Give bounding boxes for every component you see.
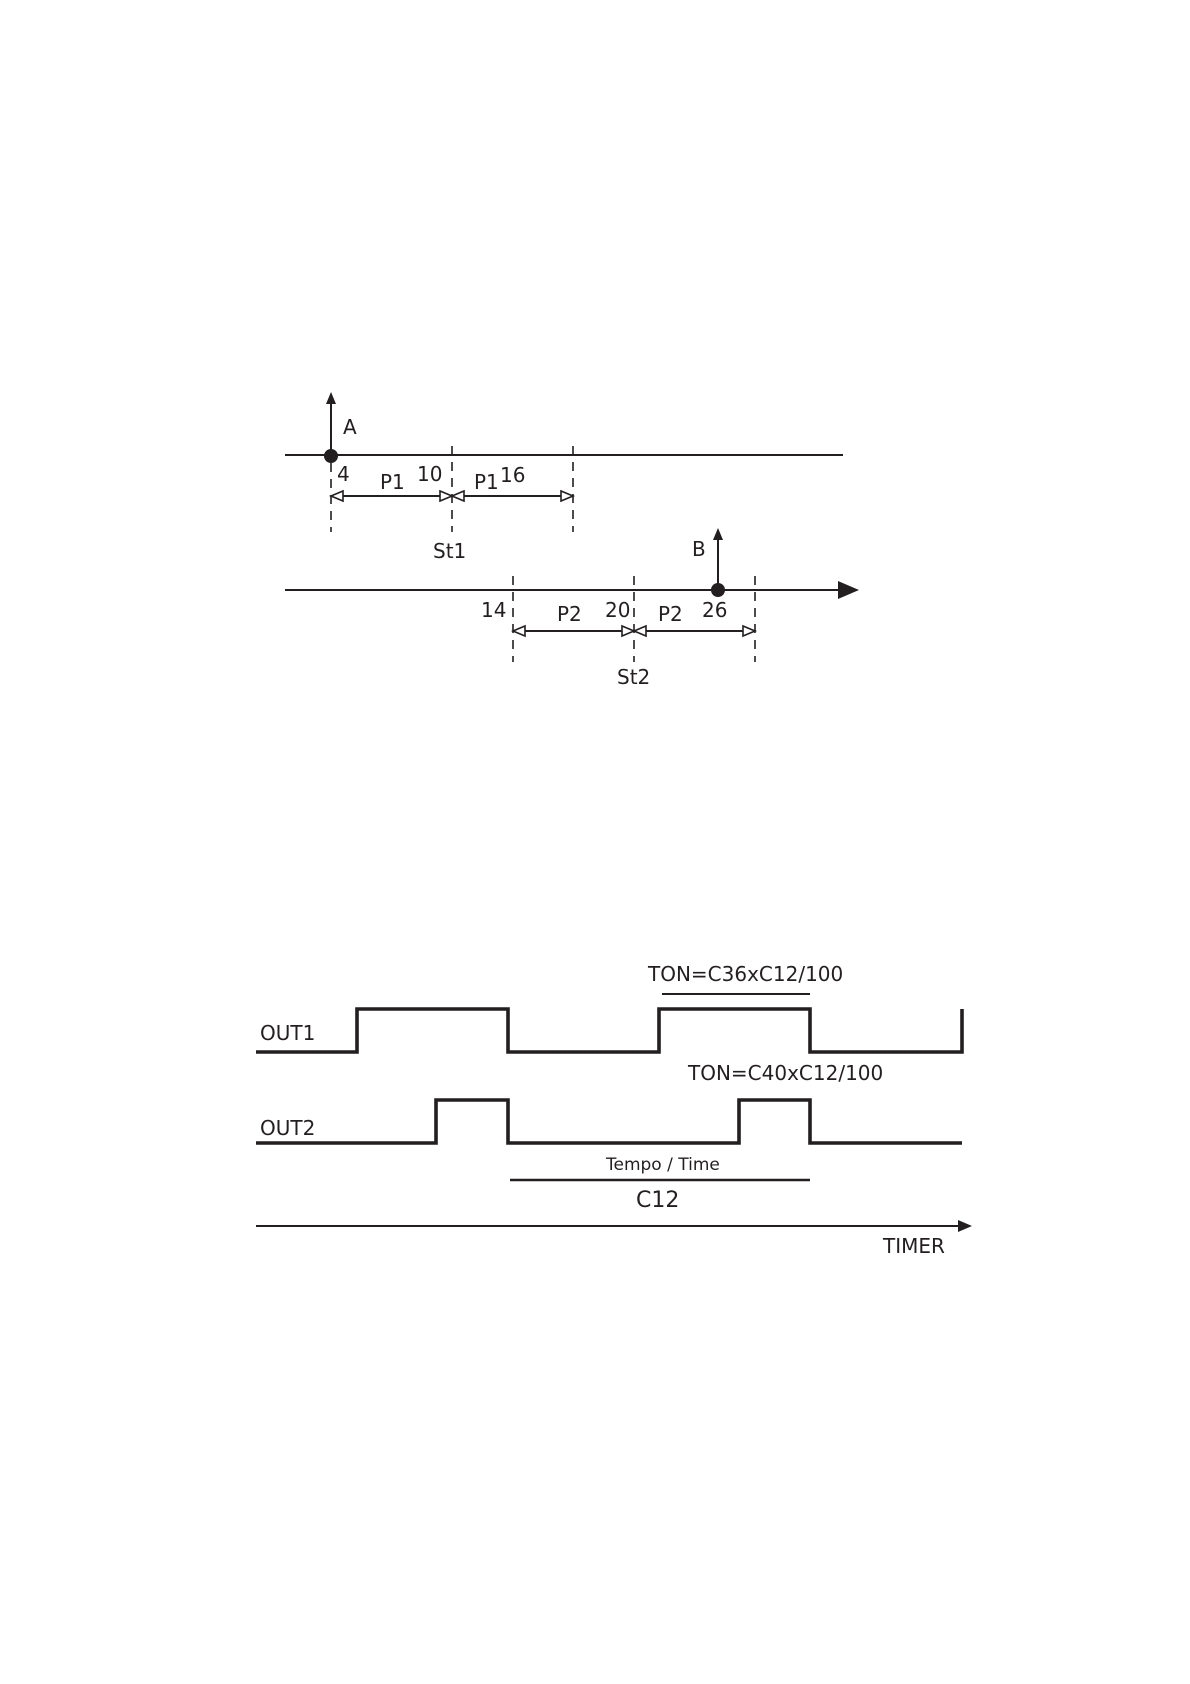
upper-tick-4: 4 [337, 462, 350, 486]
point-b-label: B [692, 537, 706, 561]
lower-span-p2-left: P2 [557, 602, 582, 626]
timing-diagram: TON=C36xC12/100 OUT1 TON=C40xC12/100 OUT… [256, 962, 972, 1258]
lower-tick-14: 14 [481, 598, 506, 622]
lower-tick-20: 20 [605, 598, 630, 622]
upper-span-p1-left: P1 [380, 470, 405, 494]
point-b-marker [711, 528, 725, 597]
point-a-label: A [343, 415, 357, 439]
upper-tick-10: 10 [417, 462, 442, 486]
timer-axis-label: TIMER [882, 1234, 945, 1258]
out1-label: OUT1 [260, 1021, 315, 1045]
upper-tick-16: 16 [500, 463, 525, 487]
ton2-label: TON=C40xC12/100 [687, 1061, 883, 1085]
point-a-marker [324, 392, 338, 463]
ton1-label: TON=C36xC12/100 [647, 962, 843, 986]
out2-waveform [256, 1100, 962, 1143]
lower-span-p2-right: P2 [658, 602, 683, 626]
lower-scale-arrowhead [838, 581, 859, 599]
lower-tick-26: 26 [702, 598, 727, 622]
period-label: C12 [636, 1188, 679, 1213]
st1-label: St1 [433, 539, 466, 563]
out1-waveform [256, 1009, 962, 1052]
period-caption: Tempo / Time [605, 1155, 720, 1175]
upper-span-p1-right: P1 [474, 470, 499, 494]
st2-label: St2 [617, 665, 650, 689]
out2-label: OUT2 [260, 1116, 315, 1140]
timer-axis-arrowhead [958, 1220, 972, 1232]
band-diagram: A 4 10 16 P1 P1 St1 B [285, 392, 859, 689]
